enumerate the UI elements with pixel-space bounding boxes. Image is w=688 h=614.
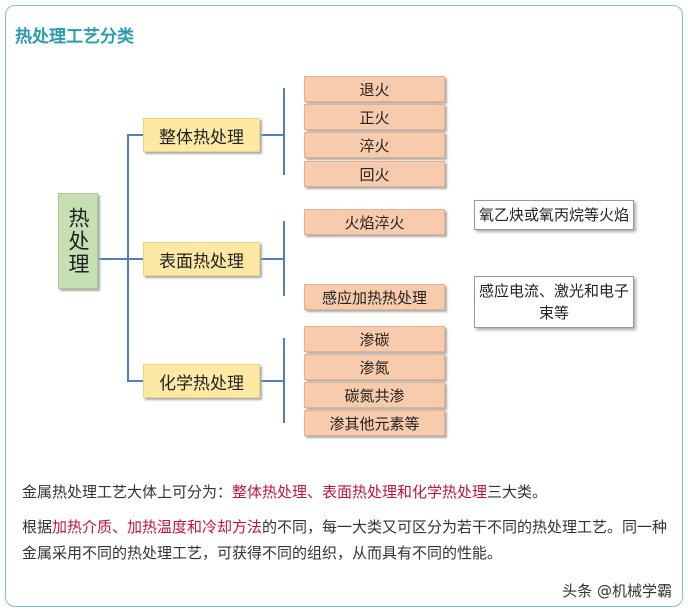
text: 金属热处理工艺大体上可分为：	[22, 483, 233, 501]
highlight-text: 整体热处理、表面热处理和化学热处理	[232, 483, 488, 501]
category-node: 化学热处理	[143, 364, 260, 398]
leaf-node: 回火	[304, 161, 445, 187]
connector	[258, 134, 284, 136]
leaf-node: 淬火	[304, 132, 445, 158]
root-node: 热处理	[58, 193, 98, 289]
paragraph-1: 金属热处理工艺大体上可分为：整体热处理、表面热处理和化学热处理三大类。	[22, 479, 672, 505]
leaf-node: 渗碳	[304, 326, 445, 352]
leaf-node: 渗氮	[304, 354, 445, 380]
connector	[258, 380, 284, 382]
leaf-node: 退火	[304, 76, 445, 102]
leaf-node: 感应加热热处理	[304, 284, 445, 310]
connector	[283, 88, 285, 175]
leaf-node: 渗其他元素等	[304, 410, 445, 436]
connector	[96, 258, 128, 260]
highlight-text: 加热介质、加热温度和冷却方法	[52, 518, 263, 536]
connector	[127, 380, 143, 382]
text: 根据	[22, 518, 53, 536]
connector	[283, 338, 285, 423]
watermark: 头条 @机械学霸	[562, 582, 672, 600]
callout-note: 氧乙炔或氧丙烷等火焰	[474, 200, 634, 230]
leaf-node: 正火	[304, 104, 445, 130]
connector	[283, 221, 285, 296]
content-card	[5, 5, 683, 607]
text: 的不同，每一大类又可区分为若干不同的热处理工艺。同一种金属采用不同的热处理工艺，…	[22, 518, 668, 562]
section-title: 热处理工艺分类	[15, 27, 134, 47]
connector	[127, 134, 129, 381]
paragraph-2: 根据加热介质、加热温度和冷却方法的不同，每一大类又可区分为若干不同的热处理工艺。…	[22, 514, 672, 566]
leaf-node: 火焰淬火	[304, 209, 445, 235]
callout-note: 感应电流、激光和电子束等	[474, 276, 634, 328]
connector	[127, 258, 143, 260]
connector	[258, 258, 284, 260]
text: 三大类。	[487, 483, 548, 501]
leaf-node: 碳氮共渗	[304, 382, 445, 408]
category-node: 表面热处理	[143, 242, 260, 276]
connector	[127, 134, 143, 136]
category-node: 整体热处理	[143, 118, 260, 152]
